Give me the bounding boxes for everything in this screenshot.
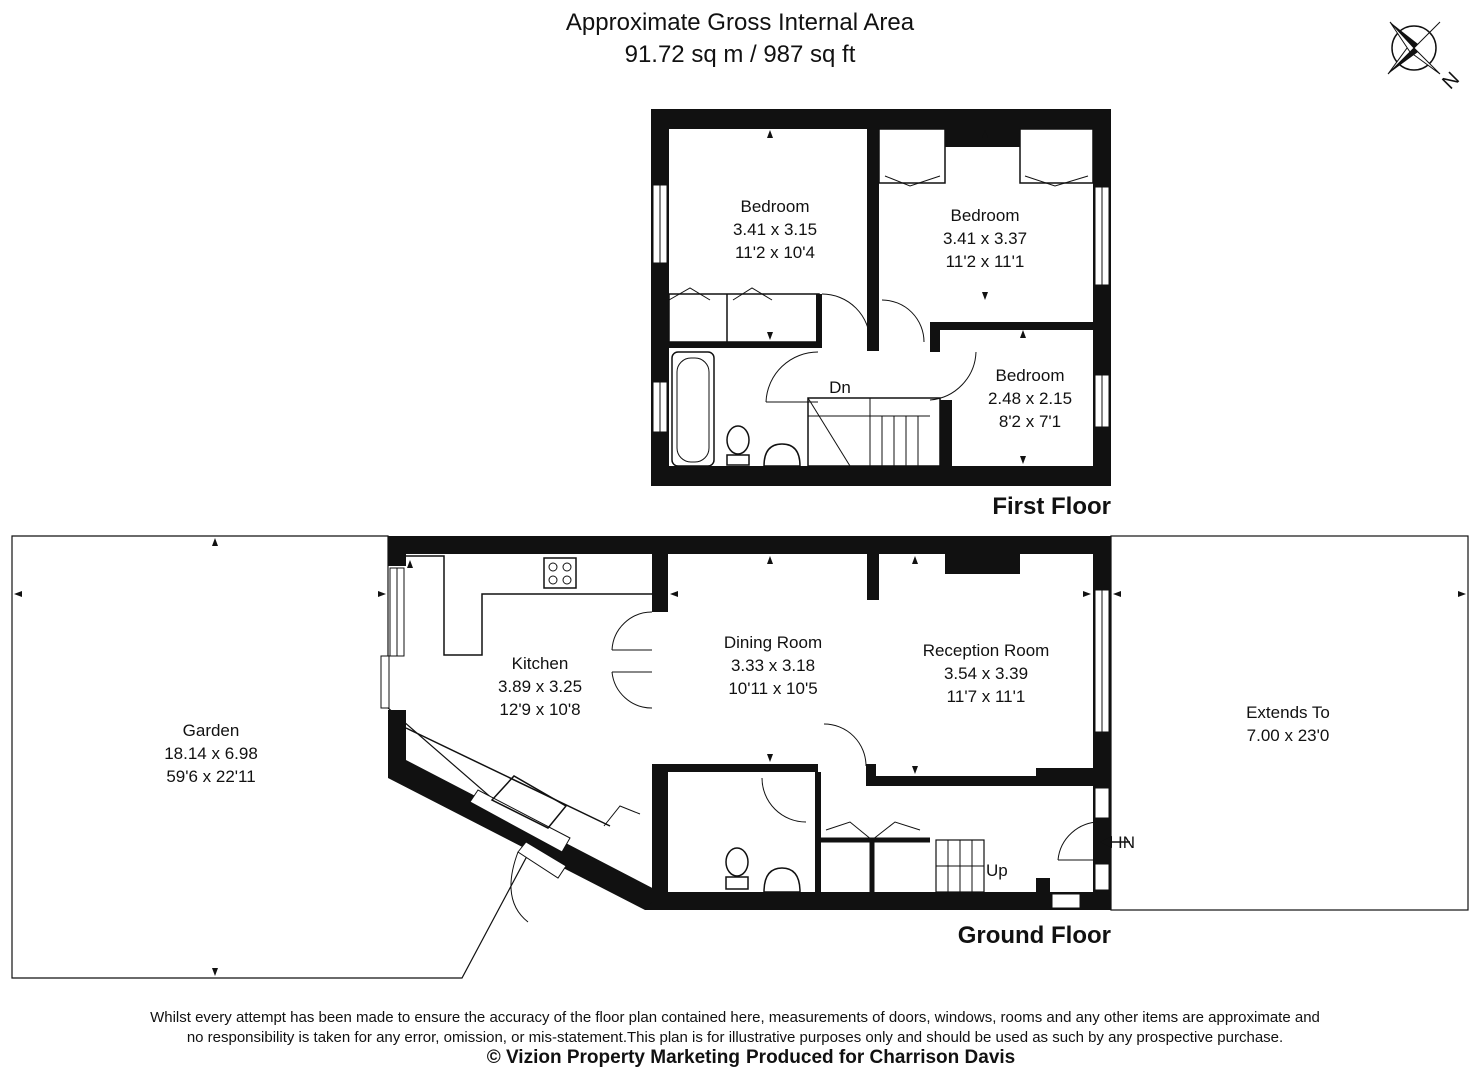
bedroom-3-imperial: 8'2 x 7'1	[999, 412, 1061, 431]
disclaimer-line-2: no responsibility is taken for any error…	[186, 1029, 1284, 1046]
area-title: Approximate Gross Internal Area	[565, 9, 915, 36]
dining-room-name: Dining Room	[724, 633, 822, 652]
bedroom-1-metric: 3.41 x 3.15	[733, 220, 817, 239]
bedroom-1-imperial: 11'2 x 10'4	[735, 243, 815, 262]
credit-vizion: © Vizion Property Marketing	[486, 1047, 740, 1068]
first-floor-stairs-label: Dn	[829, 378, 851, 397]
ground-floor-stairs-label: Up	[986, 861, 1008, 880]
north-label: N	[1438, 68, 1464, 94]
credit-charrison: Produced for Charrison Davis	[746, 1047, 1016, 1068]
kitchen-name: Kitchen	[512, 654, 569, 673]
bedroom-2-metric: 3.41 x 3.37	[943, 229, 1027, 248]
compass-rose-icon: N	[1387, 21, 1464, 94]
area-value: 91.72 sq m / 987 sq ft	[624, 41, 856, 68]
kitchen-metric: 3.89 x 3.25	[498, 677, 582, 696]
reception-room-metric: 3.54 x 3.39	[944, 664, 1028, 683]
bedroom-2-name: Bedroom	[951, 206, 1020, 225]
bedroom-2-imperial: 11'2 x 11'1	[946, 252, 1025, 271]
garden-imperial: 59'6 x 22'11	[166, 767, 255, 786]
garden-metric: 18.14 x 6.98	[164, 744, 258, 763]
bedroom-3-name: Bedroom	[996, 366, 1065, 385]
reception-room-name: Reception Room	[923, 641, 1050, 660]
ground-floor-plan: Kitchen 3.89 x 3.25 12'9 x 10'8 Dining R…	[11, 535, 1469, 979]
front-area-name: Extends To	[1246, 703, 1330, 722]
ground-floor-label: Ground Floor	[957, 922, 1111, 949]
entrance-label: IN	[1118, 833, 1135, 852]
bedroom-3-metric: 2.48 x 2.15	[988, 389, 1072, 408]
dining-room-metric: 3.33 x 3.18	[731, 656, 815, 675]
reception-room-imperial: 11'7 x 11'1	[947, 687, 1026, 706]
disclaimer-line-1: Whilst every attempt has been made to en…	[150, 1009, 1320, 1026]
first-floor-label: First Floor	[992, 493, 1111, 520]
first-floor-plan: Dn Bedroom 3.41 x 3.15 11'2 x 10'4 Bedro…	[651, 109, 1111, 486]
dining-room-imperial: 10'11 x 10'5	[728, 679, 817, 698]
garden-name: Garden	[183, 721, 240, 740]
bedroom-1-name: Bedroom	[741, 197, 810, 216]
front-area-metric: 7.00 x 23'0	[1247, 726, 1330, 745]
kitchen-imperial: 12'9 x 10'8	[499, 700, 580, 719]
